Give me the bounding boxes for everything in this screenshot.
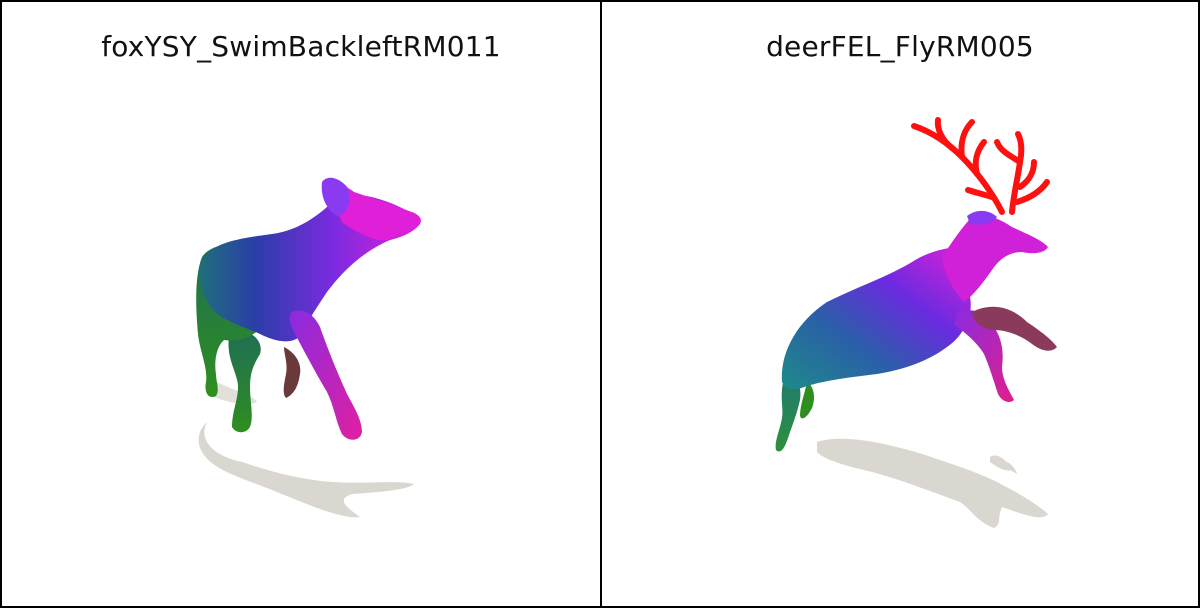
deer-antlers [911, 117, 1050, 215]
deer-neck [942, 215, 1048, 302]
fox-leg-back-right [283, 347, 301, 398]
deer-body [781, 247, 972, 390]
panel-title-fox: foxYSY_SwimBackleftRM011 [101, 30, 501, 63]
fox-leg-front [289, 310, 362, 440]
fox-ear [321, 177, 350, 216]
fox-head [332, 187, 421, 241]
deer-mesh-icon [775, 117, 1057, 528]
panel-title-deer: deerFEL_FlyRM005 [766, 30, 1034, 63]
panel-fox: foxYSY_SwimBackleftRM011 [2, 2, 600, 606]
deer-ear [967, 210, 997, 225]
fox-mesh-icon [196, 177, 421, 518]
deer-leg-front [954, 310, 1014, 402]
panel-deer: deerFEL_FlyRM005 [600, 2, 1198, 606]
deer-shadow [817, 438, 1048, 528]
deer-leg-back [775, 372, 801, 452]
fox-shadow [198, 422, 414, 518]
deer-leg-front-raised [972, 306, 1057, 351]
fox-leg-back-left [228, 331, 261, 433]
